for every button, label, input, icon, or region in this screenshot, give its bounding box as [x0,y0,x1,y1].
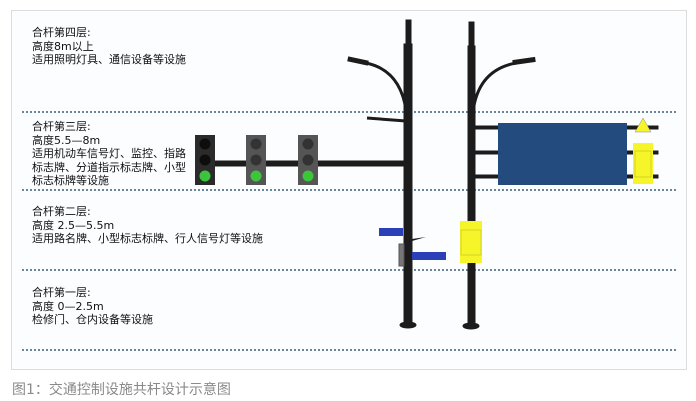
pedestrian-signal [398,243,405,267]
yellow-cabinet-upper [633,143,653,184]
tier-usage: 检修门、仓内设备等设施 [32,313,153,326]
tier-2-description: 合杆第二层: 高度 2.5—5.5m 适用路名牌、小型标志标牌、行人信号灯等设施 [32,205,263,246]
tier-3-description: 合杆第三层: 高度5.5—8m 适用机动车信号灯、监控、指路 标志牌、分道指示标… [32,120,186,188]
guide-sign-board [498,123,627,185]
tier-title: 合杆第四层: [32,26,91,39]
tier-height: 高度 0—2.5m [32,299,104,313]
street-name-sign-2 [412,252,446,260]
tier-dividers [22,111,676,351]
tier-height: 高度8m以上 [32,39,94,53]
street-lamp-head [512,56,536,66]
camera-arm [366,116,407,123]
tier-usage: 标志牌、分道指示标志牌、小型 [32,160,186,174]
traffic-lights [195,135,318,185]
lamp-arm [471,61,517,113]
tier-title: 合杆第二层: [32,205,91,218]
tier-title: 合杆第一层: [32,286,91,299]
warning-triangle-sign [634,117,652,133]
tier-4-description: 合杆第四层: 高度8m以上 适用照明灯具、通信设备等设施 [32,26,186,67]
tier-title: 合杆第三层: [32,120,91,133]
traffic-light-3 [298,135,318,185]
tier-usage: 适用机动车信号灯、监控、指路 [32,147,186,160]
small-sign-arm [412,237,426,241]
figure-caption: 图1：交通控制设施共杆设计示意图 [12,382,231,398]
tier-usage: 适用路名牌、小型标志标牌、行人信号灯等设施 [32,232,263,245]
tier-height: 高度 2.5—5.5m [32,218,115,232]
lamp-arm [365,61,408,111]
street-lamp-head [347,56,369,66]
yellow-cabinet-lower [460,221,482,263]
street-name-sign-1 [379,228,403,236]
tier-usage: 适用照明灯具、通信设备等设施 [32,53,186,66]
traffic-light-1 [195,135,215,185]
tier-usage: 标志标牌等设施 [32,174,109,187]
traffic-light-2 [246,135,266,185]
tier-1-description: 合杆第一层: 高度 0—2.5m 检修门、仓内设备等设施 [32,286,153,327]
tier-height: 高度5.5—8m [32,133,101,147]
